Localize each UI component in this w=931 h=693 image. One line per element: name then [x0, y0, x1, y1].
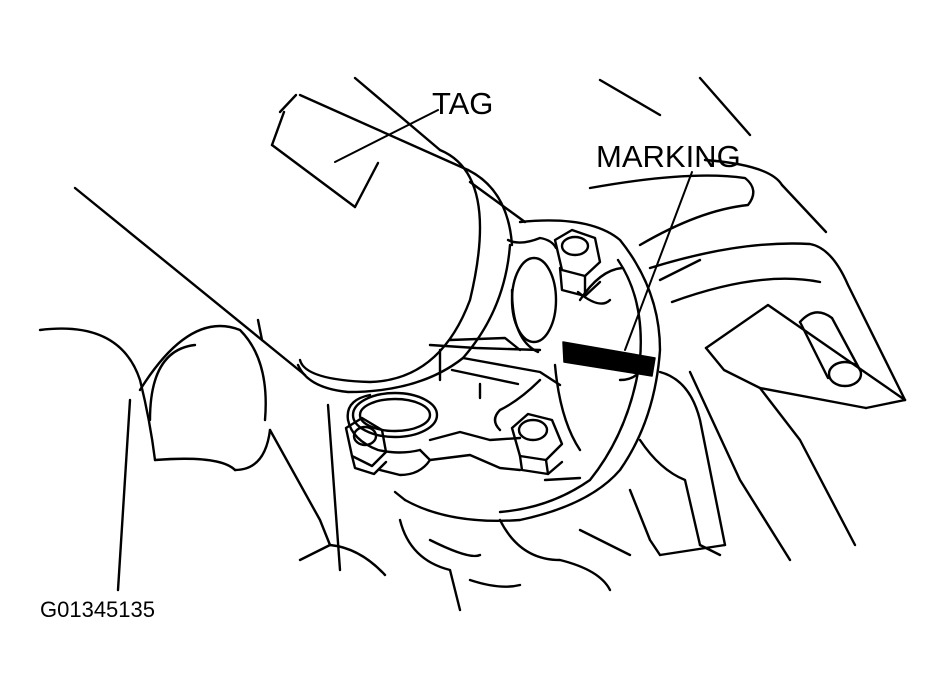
universal-joint-yoke — [346, 180, 562, 477]
tag-label: TAG — [432, 86, 494, 121]
marking-leader-line — [624, 171, 693, 351]
tag-leader-line — [334, 109, 439, 163]
marking-label: MARKING — [596, 139, 741, 174]
bracket-outline — [353, 76, 907, 562]
upper-nut — [553, 228, 612, 305]
side-nut — [344, 416, 388, 476]
housing-outline — [38, 318, 387, 592]
leader-lines — [334, 109, 693, 351]
alignment-mark — [562, 341, 656, 377]
lower-nut — [510, 412, 564, 476]
base-outline — [398, 518, 632, 612]
bracket-peg — [798, 311, 863, 388]
figure-id: G01345135 — [40, 597, 155, 622]
steering-column — [73, 93, 514, 394]
